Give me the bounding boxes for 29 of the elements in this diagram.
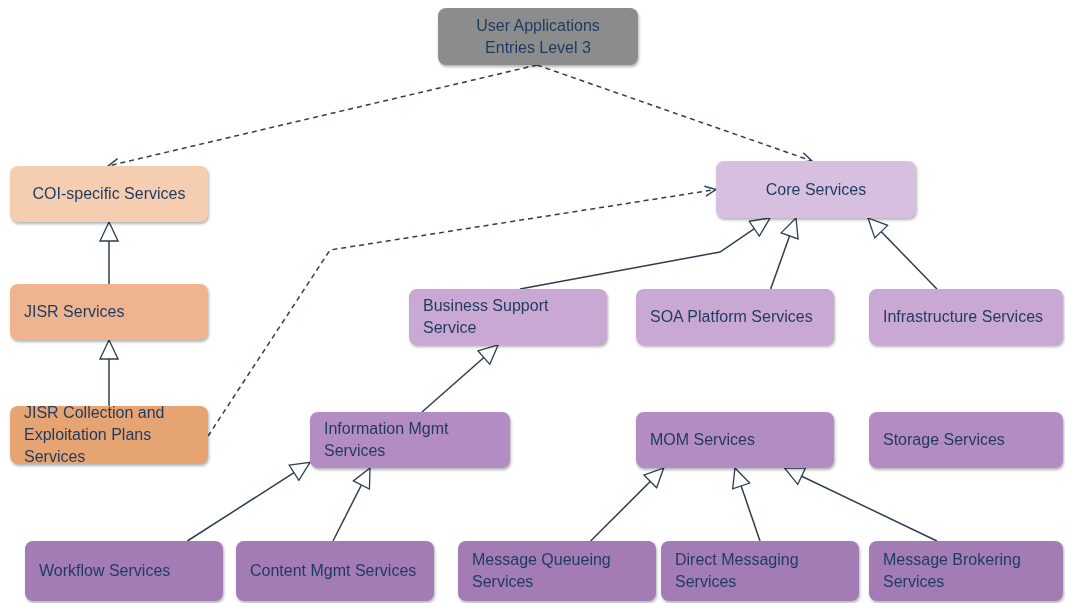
service-box: Workflow Services <box>25 541 223 601</box>
service-box: Storage Services <box>869 412 1063 468</box>
service-box: Information Mgmt Services <box>310 412 510 468</box>
dashed-arrow <box>536 64 813 163</box>
service-box: Message Queueing Services <box>458 541 656 601</box>
generalization-arrow <box>332 467 371 542</box>
generalization-arrow <box>732 467 761 542</box>
service-box: Infrastructure Services <box>869 289 1063 345</box>
service-box: Core Services <box>716 161 916 218</box>
generalization-arrow <box>421 344 499 413</box>
service-box: Content Mgmt Services <box>236 541 434 601</box>
service-box: Direct Messaging Services <box>661 541 859 601</box>
service-box: Message Brokering Services <box>869 541 1063 601</box>
service-box: JISR Services <box>10 284 208 340</box>
service-box: COI-specific Services <box>10 166 208 222</box>
generalization-arrow <box>99 221 119 285</box>
generalization-arrow <box>769 217 799 290</box>
generalization-arrow <box>783 467 938 542</box>
service-box: User Applications Entries Level 3 <box>438 8 638 65</box>
service-box: Business Support Service <box>409 289 607 345</box>
generalization-arrow <box>867 217 938 290</box>
service-box: SOA Platform Services <box>636 289 834 345</box>
generalization-arrow <box>589 467 665 542</box>
generalization-arrow <box>99 339 119 407</box>
dashed-arrow <box>207 185 717 437</box>
service-box: MOM Services <box>636 412 834 468</box>
generalization-arrow <box>519 217 771 290</box>
service-box: JISR Collection and Exploitation Plans Services <box>10 406 208 464</box>
generalization-arrow <box>186 461 311 542</box>
